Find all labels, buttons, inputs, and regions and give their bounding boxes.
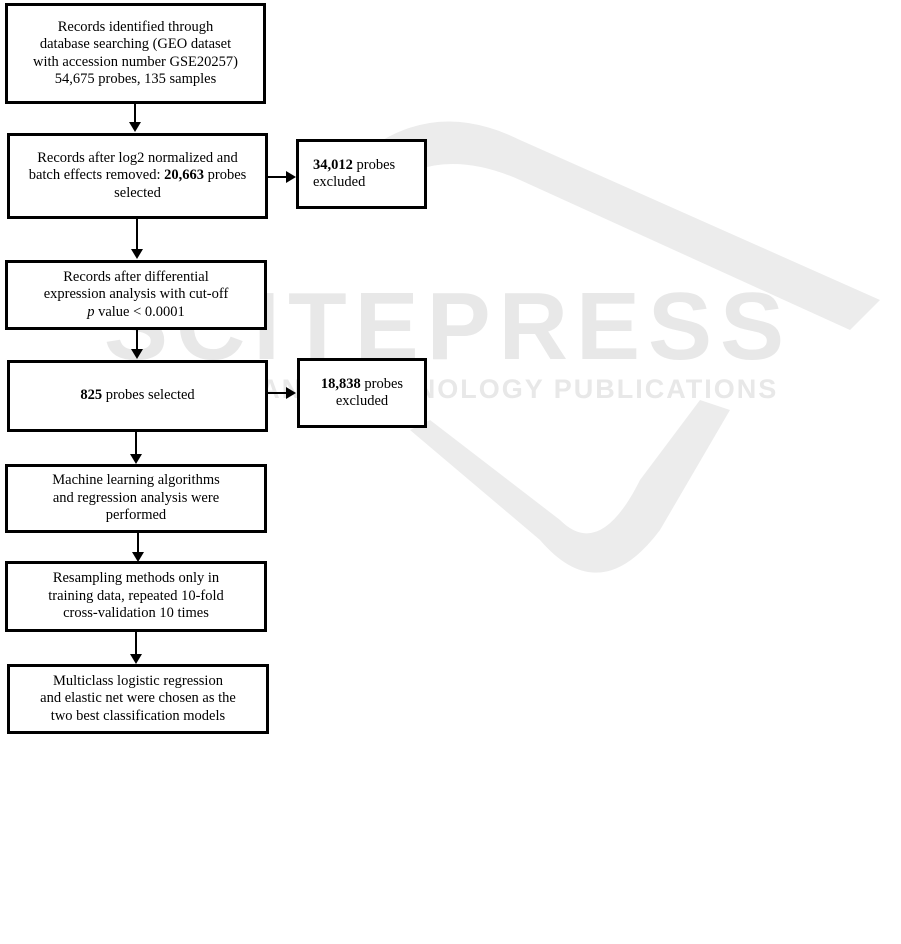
- arrow-head: [129, 122, 141, 132]
- step-3-line: Records after differential: [63, 268, 209, 285]
- step-1-box: Records identified through database sear…: [5, 3, 266, 104]
- step-2-post: probes selected: [114, 167, 247, 201]
- step-6-box: Resampling methods only in training data…: [5, 561, 267, 632]
- step-7-text: Multiclass logistic regression and elast…: [40, 673, 236, 726]
- arrow-2-3: [136, 219, 138, 251]
- p-symbol: p: [87, 303, 95, 320]
- exclusion-2-label: probes: [360, 375, 404, 392]
- exclusion-2-label2: excluded: [335, 393, 389, 409]
- exclusion-2-count: 18,838: [320, 375, 361, 392]
- arrow-head: [130, 454, 142, 464]
- arrow-head: [131, 349, 143, 359]
- arrow-4-5: [135, 432, 137, 455]
- step-2-count: 20,663: [164, 167, 204, 184]
- step-2-box: Records after log2 normalized and batch …: [7, 133, 268, 219]
- step-6-text: Resampling methods only in training data…: [48, 570, 224, 623]
- arrow-3-4: [136, 330, 138, 350]
- step-1-line: Records identified through: [57, 18, 214, 35]
- step-7-line: and elastic net were chosen as the: [40, 690, 236, 707]
- step-6-line: cross-validation 10 times: [63, 605, 209, 622]
- exclusion-1-label: probes: [352, 156, 396, 173]
- arrow-head: [131, 249, 143, 259]
- arrow-head: [132, 552, 144, 562]
- step-2-text: Records after log2 normalized and batch …: [20, 150, 255, 203]
- step-1-line: with accession number GSE20257): [33, 53, 238, 70]
- step-5-line: and regression analysis were: [52, 489, 220, 506]
- step-4-text: 825 probes selected: [80, 387, 194, 405]
- arrow-2-exclusion: [268, 176, 288, 178]
- step-2-pre: Records after log2 normalized and batch …: [28, 149, 238, 184]
- step-5-text: Machine learning algorithms and regressi…: [52, 472, 220, 525]
- arrow-5-6: [137, 533, 139, 553]
- exclusion-1-count: 34,012: [313, 156, 353, 173]
- step-5-line: performed: [105, 507, 167, 524]
- step-7-line: Multiclass logistic regression: [53, 672, 223, 689]
- arrow-1-2: [134, 104, 136, 124]
- arrow-head: [286, 171, 296, 183]
- step-4-count: 825: [80, 387, 103, 404]
- step-7-line: two best classification models: [50, 707, 226, 724]
- step-1-line: database searching (GEO dataset: [39, 36, 232, 52]
- step-6-line: training data, repeated 10-fold: [48, 587, 224, 604]
- arrow-6-7: [135, 632, 137, 655]
- step-5-box: Machine learning algorithms and regressi…: [5, 464, 267, 533]
- step-3-text: Records after differential expression an…: [44, 269, 229, 322]
- step-7-box: Multiclass logistic regression and elast…: [7, 664, 269, 734]
- step-3-cutoff: value < 0.0001: [94, 303, 185, 320]
- arrow-head: [130, 654, 142, 664]
- step-3-box: Records after differential expression an…: [5, 260, 267, 330]
- exclusion-1-label2: excluded: [313, 174, 366, 190]
- step-5-line: Machine learning algorithms: [52, 472, 220, 489]
- step-1-line: 54,675 probes, 135 samples: [54, 71, 217, 87]
- step-1-text: Records identified through database sear…: [33, 19, 238, 89]
- step-6-line: Resampling methods only in: [52, 570, 220, 587]
- step-4-label: probes selected: [102, 387, 195, 404]
- arrow-4-exclusion: [268, 392, 288, 394]
- step-4-box: 825 probes selected: [7, 360, 268, 432]
- step-3-line: expression analysis with cut-off: [43, 286, 229, 303]
- arrow-head: [286, 387, 296, 399]
